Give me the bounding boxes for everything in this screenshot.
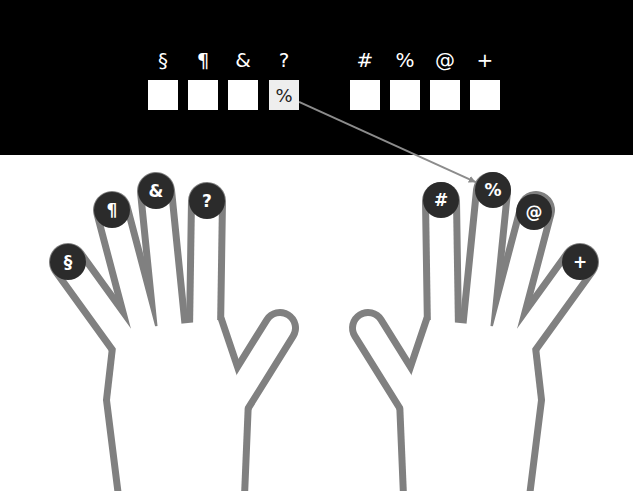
key-box: % <box>390 48 420 110</box>
fingertip-circle: § <box>50 244 86 280</box>
response-square <box>228 80 258 110</box>
finger-tip: @ <box>516 194 552 230</box>
hand-outline <box>68 191 280 491</box>
key-box: + <box>470 48 500 110</box>
finger-tip: § <box>50 244 86 280</box>
fingertip-circle: % <box>475 172 511 208</box>
key-symbol: ¶ <box>197 48 210 72</box>
response-square <box>188 80 218 110</box>
key-symbol: & <box>235 48 251 72</box>
fingertip-circle: + <box>562 244 598 280</box>
response-square: % <box>269 80 299 110</box>
finger-tip: # <box>423 182 459 218</box>
key-symbol: + <box>477 48 494 72</box>
finger-symbol: ? <box>202 191 212 211</box>
key-box: § <box>148 48 178 110</box>
key-symbol: § <box>158 48 168 72</box>
finger-symbol: % <box>484 180 501 200</box>
key-box: ¶ <box>188 48 218 110</box>
finger-symbol: @ <box>526 202 543 222</box>
fingertip-circle: # <box>423 182 459 218</box>
fingertip-circle: @ <box>516 194 552 230</box>
key-symbol: ? <box>279 48 290 72</box>
finger-tip: ¶ <box>94 192 130 228</box>
finger-symbol: # <box>434 190 448 210</box>
key-symbol: # <box>357 48 374 72</box>
key-symbol: % <box>395 48 414 72</box>
key-box: ?% <box>269 48 299 110</box>
fingertip-circle: ¶ <box>94 192 130 228</box>
key-box: @ <box>430 48 460 110</box>
finger-symbol: & <box>149 181 164 201</box>
response-square <box>470 80 500 110</box>
key-symbol: @ <box>435 48 455 72</box>
finger-symbol: § <box>64 252 73 272</box>
finger-tip: ? <box>189 183 225 219</box>
response-square <box>430 80 460 110</box>
response-square <box>390 80 420 110</box>
finger-symbol: + <box>573 252 587 272</box>
key-box: # <box>350 48 380 110</box>
key-box: & <box>228 48 258 110</box>
hand-outline <box>368 191 580 491</box>
response-square <box>148 80 178 110</box>
response-square <box>350 80 380 110</box>
fingertip-circle: & <box>138 173 174 209</box>
finger-tip: + <box>562 244 598 280</box>
screen-panel <box>0 0 633 155</box>
fingertip-circle: ? <box>189 183 225 219</box>
mapping-arrow <box>299 102 476 182</box>
target-symbol: % <box>275 85 292 106</box>
finger-symbol: ¶ <box>107 200 118 220</box>
finger-tip: % <box>475 172 511 208</box>
finger-tip: & <box>138 173 174 209</box>
